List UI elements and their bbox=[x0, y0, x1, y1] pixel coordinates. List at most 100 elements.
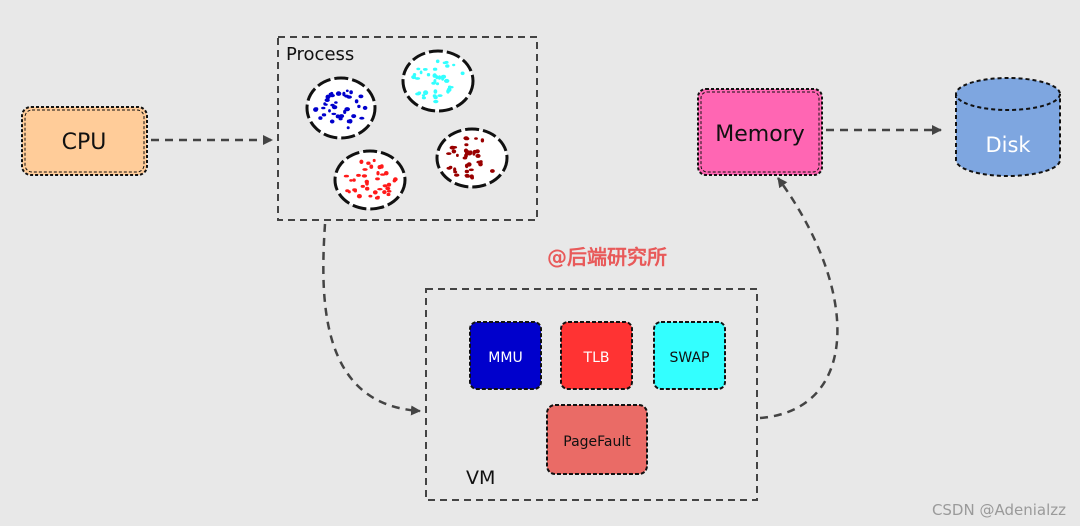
process-dot bbox=[318, 116, 323, 120]
process-dot bbox=[349, 90, 353, 95]
process-dot bbox=[346, 119, 351, 124]
tlb-box bbox=[560, 321, 633, 390]
process-dot bbox=[426, 73, 431, 77]
process-dot bbox=[433, 95, 438, 100]
process-dot bbox=[475, 153, 481, 158]
tlb-label: TLB bbox=[583, 350, 610, 366]
mmu-node: MMU bbox=[469, 321, 542, 390]
process-dot bbox=[361, 174, 368, 178]
swap-label: SWAP bbox=[670, 350, 710, 366]
process-dot bbox=[464, 169, 470, 174]
process-dot bbox=[490, 169, 495, 173]
process-dot bbox=[480, 138, 485, 143]
process-dot bbox=[445, 64, 450, 68]
process-dot bbox=[374, 196, 380, 200]
process-dot bbox=[377, 188, 383, 191]
process-dot bbox=[376, 171, 380, 176]
disk-label: Disk bbox=[985, 133, 1031, 157]
process-dot bbox=[454, 173, 460, 177]
process-label: Process bbox=[286, 44, 354, 65]
process-frame bbox=[277, 36, 538, 221]
process-dot bbox=[382, 190, 387, 195]
process-dot bbox=[472, 151, 476, 156]
vm-label: VM bbox=[466, 467, 495, 489]
mmu-box bbox=[469, 321, 542, 390]
process-dot bbox=[344, 107, 351, 112]
process-dot bbox=[329, 119, 335, 124]
vm-to-memory-arrow bbox=[759, 177, 839, 420]
process-dot bbox=[343, 174, 349, 178]
process-dot bbox=[437, 75, 442, 80]
darkred-process-dots bbox=[446, 136, 495, 180]
process-dot bbox=[469, 174, 474, 179]
swap-box bbox=[653, 321, 726, 390]
process-dot bbox=[375, 177, 380, 181]
process-dot bbox=[377, 165, 382, 170]
process-dot bbox=[466, 151, 472, 156]
credit-text: CSDN @Adenialzz bbox=[932, 501, 1066, 519]
process-dot bbox=[463, 148, 469, 153]
process-dot bbox=[351, 114, 357, 119]
process-dot bbox=[386, 182, 392, 187]
process-dot bbox=[342, 91, 346, 97]
process-dot bbox=[352, 188, 357, 192]
process-dot bbox=[313, 107, 319, 112]
process-dot bbox=[479, 160, 483, 164]
process-dot bbox=[365, 186, 370, 191]
process-dot bbox=[356, 194, 362, 199]
process-dot bbox=[324, 103, 328, 106]
process-dot bbox=[380, 173, 386, 176]
process-dot bbox=[437, 94, 443, 97]
process-dot bbox=[453, 167, 457, 173]
watermark-text: @后端研究所 bbox=[547, 245, 667, 269]
process-dot bbox=[321, 106, 326, 110]
disk-cylinder-top bbox=[955, 77, 1061, 111]
process-dot bbox=[357, 104, 361, 109]
disk-node: Disk bbox=[955, 77, 1061, 177]
vm-container: VM MMU TLB SWAP PageFault bbox=[425, 288, 758, 501]
vm-frame bbox=[425, 288, 758, 501]
memory-box-outline bbox=[700, 91, 820, 173]
process-dot bbox=[475, 149, 480, 154]
process-dot bbox=[432, 73, 437, 78]
process-dot bbox=[345, 189, 350, 193]
process-dot bbox=[460, 71, 465, 76]
cpu-box bbox=[21, 106, 148, 176]
cyan-process-dots bbox=[411, 59, 465, 104]
process-dot bbox=[386, 190, 392, 193]
process-dot bbox=[328, 92, 332, 96]
process-dot bbox=[349, 179, 353, 182]
tlb-node: TLB bbox=[560, 321, 633, 390]
process-dot bbox=[433, 99, 439, 104]
process-dot bbox=[359, 159, 364, 164]
process-dot bbox=[451, 149, 457, 154]
process-container: Process bbox=[277, 36, 538, 221]
process-dot bbox=[433, 89, 438, 94]
blue-process-dots bbox=[313, 89, 368, 130]
process-dot bbox=[328, 109, 331, 113]
process-dot bbox=[441, 76, 445, 81]
process-dot bbox=[346, 126, 350, 130]
process-dot bbox=[331, 112, 337, 116]
process-dot bbox=[330, 103, 335, 107]
process-dot bbox=[421, 94, 425, 97]
process-dot bbox=[435, 59, 440, 64]
cpu-node: CPU bbox=[21, 106, 148, 176]
cpu-box-outline bbox=[24, 109, 145, 173]
process-dot bbox=[335, 114, 340, 119]
process-dot bbox=[452, 63, 456, 67]
cpu-label: CPU bbox=[62, 130, 107, 155]
process-dot bbox=[466, 162, 472, 167]
process-dot bbox=[362, 168, 368, 171]
pagefault-label: PageFault bbox=[563, 434, 631, 450]
process-dot bbox=[446, 87, 452, 92]
process-dot bbox=[468, 168, 474, 172]
process-dot bbox=[449, 145, 456, 150]
process-dot bbox=[338, 114, 345, 119]
process-dot bbox=[444, 78, 450, 83]
process-dot bbox=[344, 94, 349, 98]
process-dot bbox=[393, 177, 398, 182]
process-dot bbox=[474, 137, 478, 140]
process-dot bbox=[415, 92, 421, 96]
process-dot bbox=[465, 175, 470, 178]
